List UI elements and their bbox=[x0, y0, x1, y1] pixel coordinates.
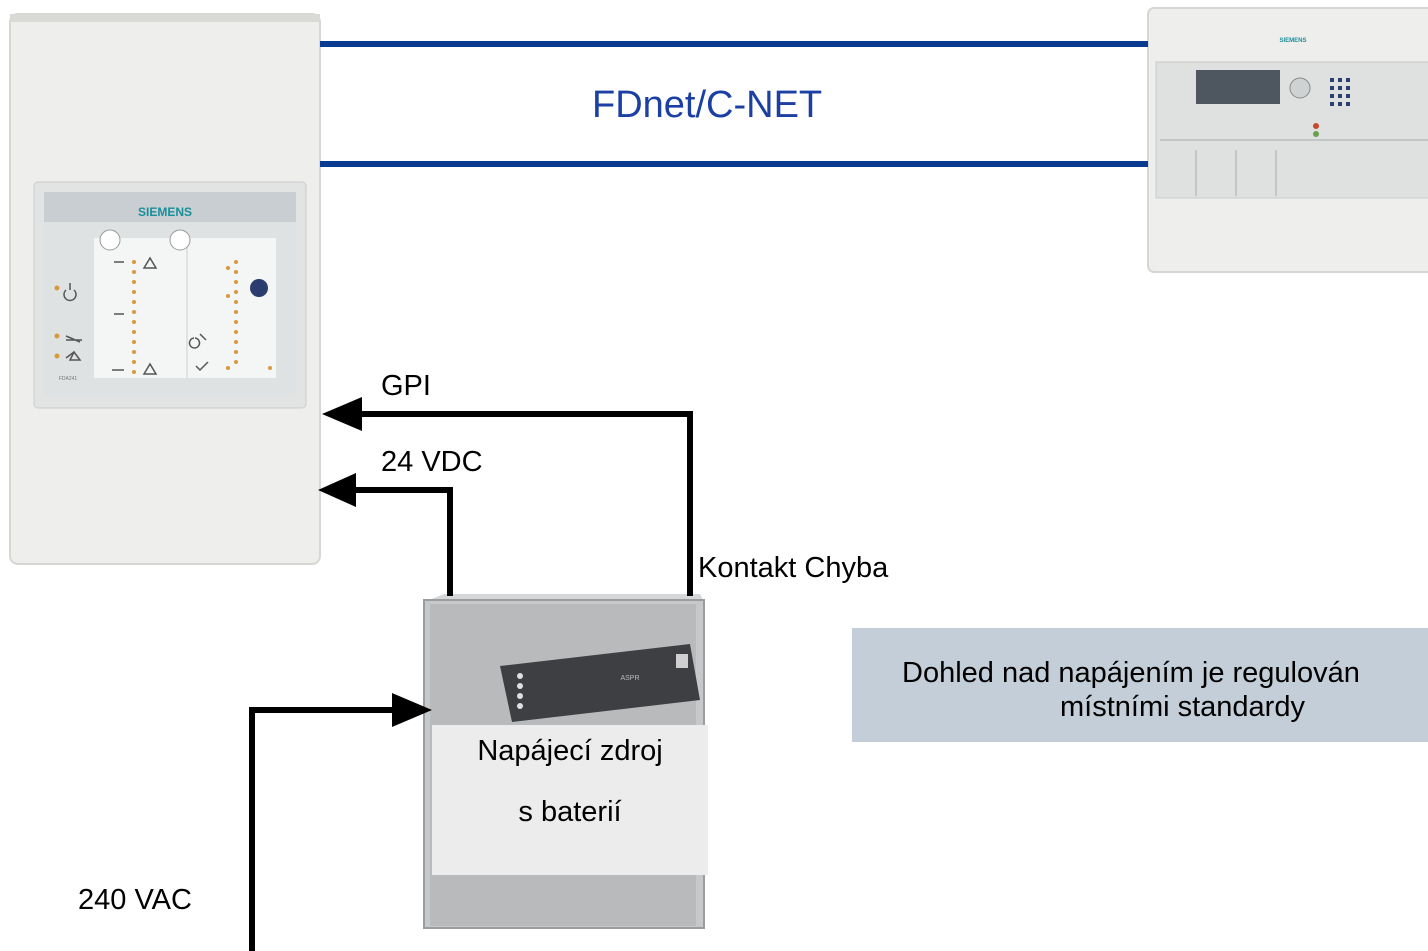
panel-model-label: FDA241 bbox=[59, 376, 78, 382]
gpi-arrow-head bbox=[322, 397, 362, 431]
panel-brand-logo: SIEMENS bbox=[138, 205, 192, 219]
psu-label-line1: Napájecí zdroj bbox=[477, 735, 663, 767]
fire-control-panel bbox=[9, 13, 321, 565]
note-box: Dohled nad napájením je regulován místní… bbox=[852, 628, 1428, 742]
vac-arrow-head bbox=[392, 693, 432, 727]
station-brand-logo: SIEMENS bbox=[1279, 38, 1306, 44]
psu-brand-logo: ASPR bbox=[620, 675, 639, 682]
note-line2: místními standardy bbox=[1060, 691, 1305, 723]
gpi-label: GPI bbox=[381, 370, 431, 402]
psu-label-box: Napájecí zdroj s baterií bbox=[432, 725, 708, 875]
vdc-arrow-head bbox=[318, 473, 356, 507]
wires bbox=[249, 411, 693, 951]
fault-contact-label: Kontakt Chyba bbox=[698, 552, 889, 584]
psu-label-line2: s baterií bbox=[518, 796, 622, 828]
fire-alarm-station bbox=[1147, 7, 1428, 273]
bus-label: FDnet/C-NET bbox=[592, 84, 823, 126]
vdc-label: 24 VDC bbox=[381, 446, 483, 478]
vac-label: 240 VAC bbox=[78, 884, 192, 916]
note-line1: Dohled nad napájením je regulován bbox=[902, 657, 1360, 689]
